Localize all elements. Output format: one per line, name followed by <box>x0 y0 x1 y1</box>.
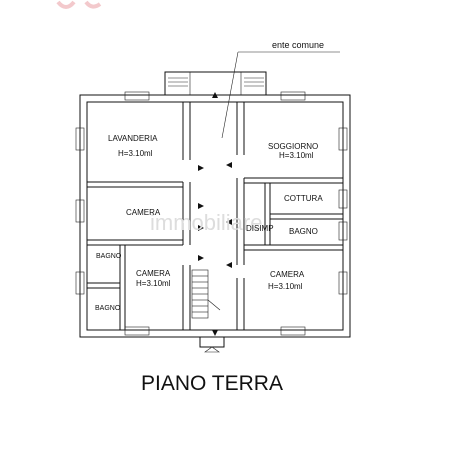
watermark-logo-fragment <box>56 0 102 9</box>
room-cottura-name: COTTURA <box>284 194 323 203</box>
right-partitions <box>244 177 343 251</box>
room-bagno-right-name: BAGNO <box>289 227 318 236</box>
top-entrance-steps <box>164 71 267 96</box>
room-lavanderia-name: LAVANDERIA <box>108 134 158 143</box>
room-camera-mid-name: CAMERA <box>126 208 161 217</box>
room-camera-right-bottom-height: H=3.10ml <box>268 282 303 291</box>
room-soggiorno-name: SOGGIORNO <box>268 142 318 151</box>
windows <box>75 91 348 336</box>
room-disimp-name: DISIMP <box>246 224 274 233</box>
ente-comune-label: ente comune <box>272 40 324 50</box>
left-partitions <box>87 181 183 330</box>
room-bagno-left-bottom-name: BAGNO <box>95 305 121 312</box>
door-markers <box>198 92 232 336</box>
room-camera-left-bottom-height: H=3.10ml <box>136 279 171 288</box>
room-camera-left-bottom-name: CAMERA <box>136 269 171 278</box>
room-lavanderia-height: H=3.10ml <box>118 149 153 158</box>
watermark-text: immobiliare <box>150 210 262 235</box>
room-bagno-left-top-name: BAGNO <box>96 253 122 260</box>
ente-comune-leader <box>221 51 239 139</box>
bottom-entrance <box>199 336 225 353</box>
corridor-walls <box>182 102 245 330</box>
internal-staircase <box>191 269 221 319</box>
room-camera-right-bottom-name: CAMERA <box>270 270 305 279</box>
room-soggiorno-height: H=3.10ml <box>279 151 314 160</box>
plan-title: PIANO TERRA <box>141 372 283 395</box>
svg-text:immobiliare: immobiliare <box>150 210 262 235</box>
